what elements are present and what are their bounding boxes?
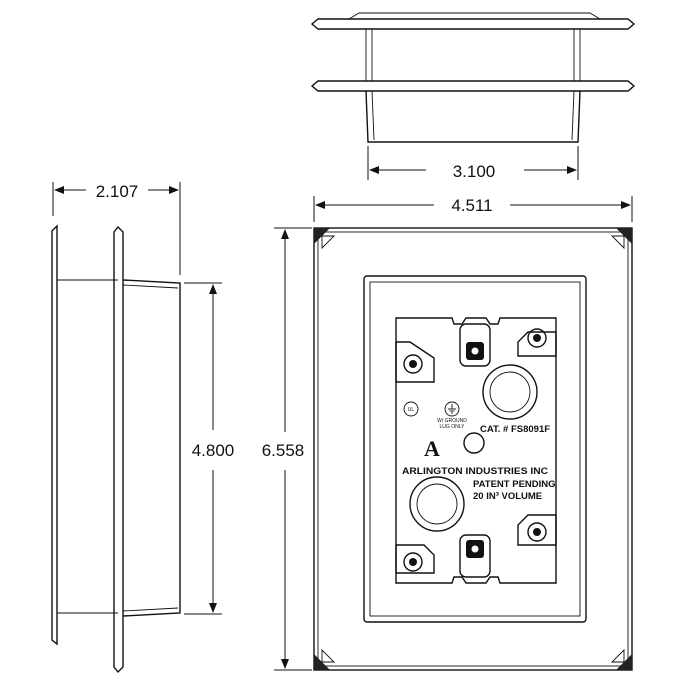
side-box-body xyxy=(122,279,181,617)
ground-symbol-icon xyxy=(444,401,460,417)
side-flange-main xyxy=(113,225,124,674)
ground-lug-hole xyxy=(463,432,485,454)
svg-text:UL: UL xyxy=(408,407,415,413)
front-view: 4.511 6.558 xyxy=(262,196,633,671)
ground-note-line1: W/ GROUND xyxy=(437,418,467,424)
dim-top-width: 3.100 xyxy=(453,162,496,181)
dim-side-depth: 2.107 xyxy=(96,182,139,201)
dim-front-height: 6.558 xyxy=(262,441,305,460)
dim-front-width: 4.511 xyxy=(451,196,492,215)
top-box-body xyxy=(365,90,581,143)
manufacturer-name: ARLINGTON INDUSTRIES INC xyxy=(402,466,548,477)
dim-side-height: 4.800 xyxy=(192,441,235,460)
top-screw-boss xyxy=(459,323,491,367)
knockout-lower xyxy=(409,476,465,532)
top-view: 3.100 xyxy=(310,12,636,181)
corner-boss-top-left xyxy=(395,341,435,383)
side-view: 2.107 4.800 xyxy=(51,182,235,674)
top-flange-lower xyxy=(310,80,636,92)
catalog-number: CAT. # FS8091F xyxy=(480,424,550,435)
bottom-screw-boss xyxy=(459,534,491,578)
recess-frame xyxy=(363,275,587,623)
front-outer-plate xyxy=(313,227,633,671)
top-flange-upper xyxy=(310,18,636,30)
patent-text: PATENT PENDING xyxy=(473,479,556,490)
knockout-upper xyxy=(482,364,538,420)
side-flange-left xyxy=(51,224,58,646)
arlington-logo: A xyxy=(424,436,440,461)
corner-boss-top-right xyxy=(517,328,557,357)
corner-boss-bottom-left xyxy=(395,544,435,574)
ground-note-line2: LUG ONLY xyxy=(440,424,466,430)
volume-text: 20 IN³ VOLUME xyxy=(473,491,542,502)
box-interior xyxy=(395,317,557,584)
listing-mark-icon: UL xyxy=(403,401,419,417)
corner-boss-bottom-right xyxy=(517,514,557,546)
